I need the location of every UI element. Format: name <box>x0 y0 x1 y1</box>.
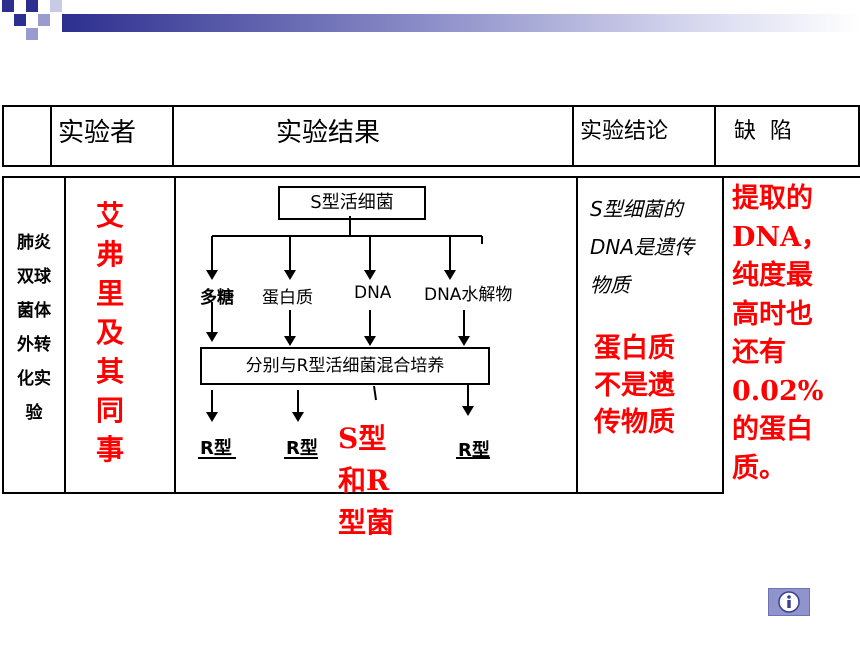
branch-dna-hydrolysate: DNA水解物 <box>424 285 513 305</box>
branch-dna: DNA <box>354 283 392 303</box>
answer-s-and-r: S型 和R 型菌 <box>338 422 395 539</box>
header-experimenter: 实验者 <box>58 118 137 148</box>
experimenter-answer: 艾 弗 里 及 其 同 事 <box>95 199 124 466</box>
answer-protein: 蛋白质 不是遗 传物质 <box>594 333 675 438</box>
mix-culture-box: 分别与R型活细菌混合培养 <box>200 347 490 385</box>
branch-protein: 蛋白质 <box>262 288 313 308</box>
answer-defect: 提取的 DNA， 纯度最 高时也 还有 0.02% 的蛋白 质。 <box>732 183 829 484</box>
title-decoration <box>0 0 860 48</box>
s-type-bacteria-box: S型活细菌 <box>278 186 426 220</box>
result-r-type-3: R型 <box>458 440 490 461</box>
info-button[interactable] <box>768 588 810 616</box>
handwritten-conclusion: S型细菌的 DNA是遗传 物质 <box>590 197 695 297</box>
experiment-name: 肺炎 双球 菌体 外转 化实 验 <box>17 233 51 423</box>
diagram-arrows <box>198 216 490 459</box>
result-r-type-1: R型 <box>200 438 232 459</box>
header-conclusion: 实验结论 <box>580 119 669 144</box>
branch-polysaccharide: 多糖 <box>200 288 234 308</box>
header-defect: 缺 陷 <box>734 119 792 144</box>
result-r-type-2: R型 <box>286 438 318 459</box>
info-icon <box>778 591 800 613</box>
header-result: 实验结果 <box>276 118 381 148</box>
